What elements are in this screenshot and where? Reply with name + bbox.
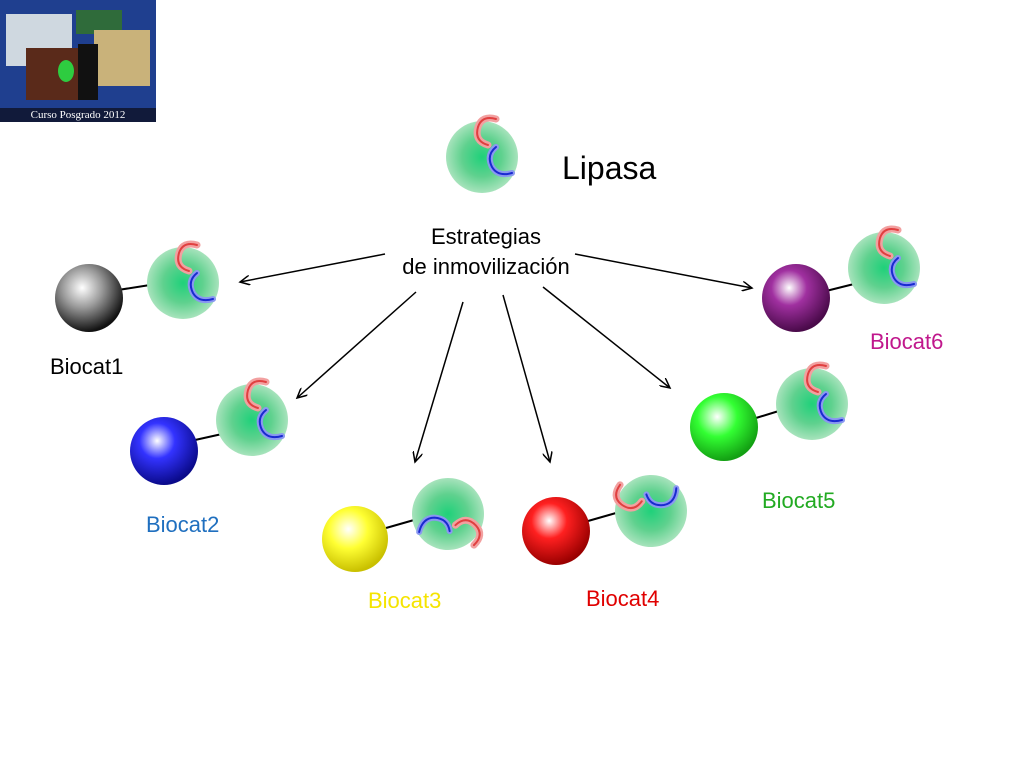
biocat5-group (690, 365, 848, 461)
arrow-biocat2 (297, 291, 417, 398)
biocat5-label: Biocat5 (762, 488, 836, 513)
arrows (240, 253, 752, 462)
biocat1-group (55, 244, 219, 332)
biocat6-bead (762, 264, 830, 332)
biocat2-enzyme-icon (216, 381, 288, 456)
biocat3-label: Biocat3 (368, 588, 442, 613)
strategies-label-line2: de inmovilización (402, 254, 570, 279)
arrow-biocat1 (240, 253, 386, 282)
course-logo: Curso Posgrado 2012 (0, 0, 156, 122)
biocat5-bead (690, 393, 758, 461)
biocat3-enzyme-icon (399, 465, 500, 565)
strategies-label: Estrategias de inmovilización (386, 222, 586, 282)
biocat6-group (762, 229, 920, 332)
biocat4-label: Biocat4 (586, 586, 660, 611)
arrow-biocat3 (415, 301, 464, 462)
arrow-biocat6 (574, 253, 752, 288)
logo-photo-dark (78, 44, 98, 100)
biocat1-label: Biocat1 (50, 354, 124, 379)
logo-photo-lab (94, 30, 150, 86)
biocat4-bead (522, 497, 590, 565)
biocat1-bead (55, 264, 123, 332)
biocat4-group (522, 464, 697, 565)
arrow-biocat4 (502, 294, 550, 462)
biocat3-group (322, 465, 500, 572)
biocat6-label: Biocat6 (870, 329, 944, 354)
biocat4-enzyme-icon (602, 464, 697, 557)
biocat2-label: Biocat2 (146, 512, 220, 537)
lipase-enzyme-icon (446, 118, 518, 193)
logo-caption: Curso Posgrado 2012 (0, 108, 156, 122)
biocat2-group (130, 381, 288, 485)
page-title: Lipasa (562, 150, 657, 186)
biocat5-enzyme-icon (776, 365, 848, 440)
strategies-label-line1: Estrategias (430, 224, 542, 249)
biocat2-bead (130, 417, 198, 485)
biocat1-enzyme-icon (147, 244, 219, 319)
arrow-biocat5 (542, 286, 670, 388)
biocat3-bead (322, 506, 388, 572)
biocat6-enzyme-icon (848, 229, 920, 304)
logo-photo-cell-highlight (58, 60, 74, 82)
